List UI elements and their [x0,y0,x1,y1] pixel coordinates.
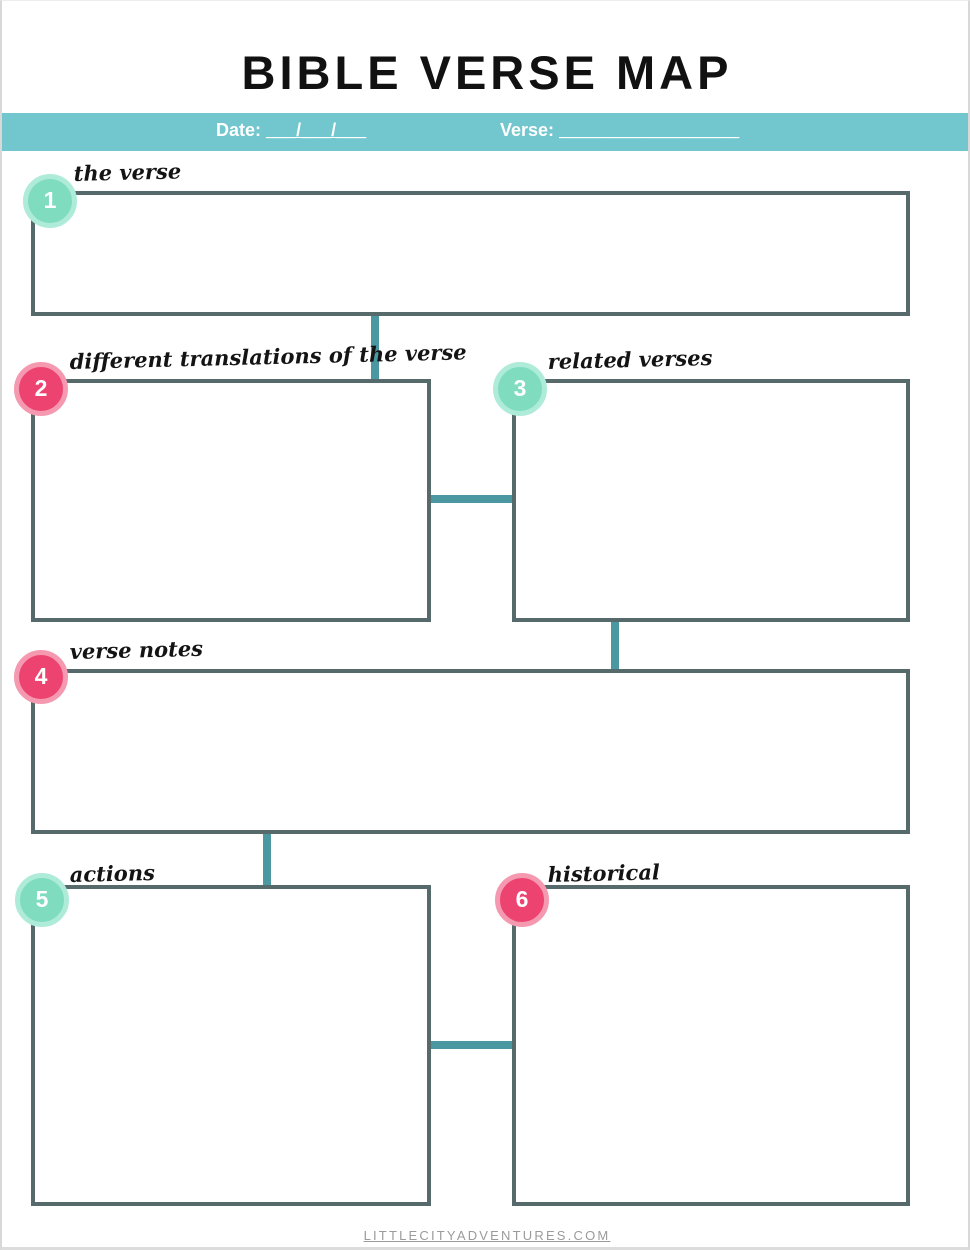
connector-5-to-6 [428,1041,516,1049]
section-3-box[interactable] [512,379,910,622]
section-4-label: verse notes [69,635,204,664]
connector-2-to-3 [428,495,516,503]
section-1-number: 1 [43,187,57,213]
section-1-badge: 1 [23,174,77,228]
date-field[interactable]: Date: ___/___/___ [216,120,366,141]
footer-site-link[interactable]: LITTLECITYADVENTURES.COM [363,1228,611,1243]
section-4-box[interactable] [31,669,910,834]
section-4-number: 4 [34,663,48,689]
section-3-number: 3 [513,375,527,401]
date-label: Date: [216,120,262,140]
section-2-label: different translations of the verse [69,339,467,374]
section-2-box[interactable] [31,379,431,622]
section-5-label: actions [69,859,156,887]
section-1-label: the verse [73,158,182,186]
section-3-label: related verses [547,344,713,374]
date-verse-bar: Date: ___/___/___ Verse: _______________… [2,113,968,151]
section-3-badge: 3 [493,362,547,416]
date-input-rule[interactable]: ___/___/___ [266,120,367,140]
verse-label: Verse: [500,120,555,140]
section-6-box[interactable] [512,885,910,1206]
section-5-number: 5 [35,886,49,912]
section-5-badge: 5 [15,873,69,927]
section-2-badge: 2 [14,362,68,416]
connector-3-to-4 [611,617,619,675]
section-6-number: 6 [515,886,529,912]
verse-input-rule[interactable]: __________________ [559,120,740,140]
verse-field[interactable]: Verse: __________________ [500,120,739,141]
section-4-badge: 4 [14,650,68,704]
connector-4-to-5 [263,829,271,889]
footer: LITTLECITYADVENTURES.COM [2,1228,968,1243]
section-6-badge: 6 [495,873,549,927]
page-title: BIBLE VERSE MAP [241,46,733,99]
section-2-number: 2 [34,375,48,401]
section-5-box[interactable] [31,885,431,1206]
connector-1-to-2 [371,313,379,385]
section-1-box[interactable] [31,191,910,316]
section-6-label: historical [547,859,661,887]
